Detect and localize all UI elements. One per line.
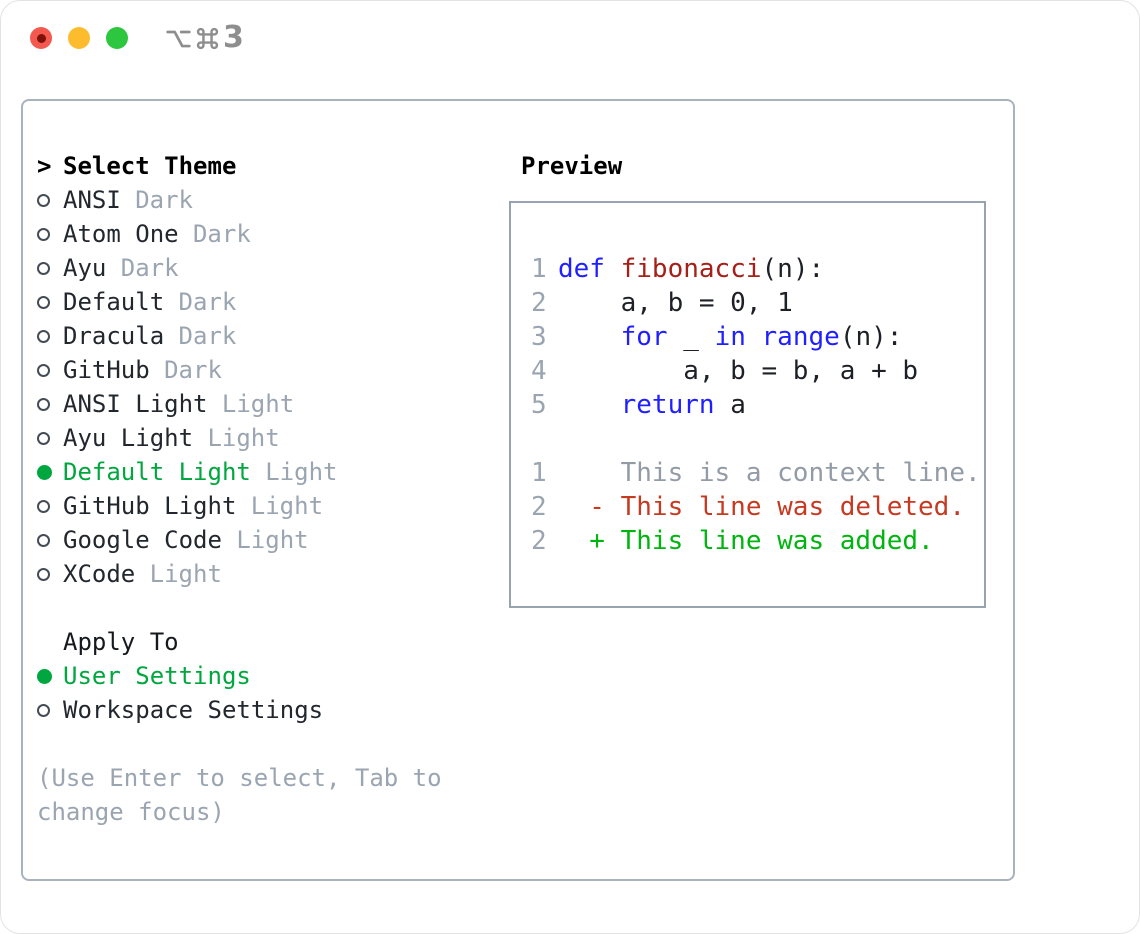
line-number: 1	[531, 253, 547, 284]
apply-option-workspace-settings[interactable]: Workspace Settings	[37, 693, 487, 727]
code-line: 2 + This line was added.	[531, 525, 934, 556]
apply-to-title: Apply To	[63, 628, 179, 656]
line-number: 1	[531, 457, 547, 488]
option-variant-tag: Light	[149, 560, 222, 588]
radio-icon	[37, 499, 63, 513]
window-titlebar: 3	[1, 1, 1139, 75]
shortcut-digit: 3	[223, 20, 244, 55]
option-label: Default Light	[63, 458, 251, 486]
select-theme-header: > Select Theme	[37, 149, 487, 183]
option-variant-tag: Dark	[135, 186, 193, 214]
theme-option-ansi-dark[interactable]: ANSI Dark	[37, 183, 487, 217]
radio-icon	[37, 397, 63, 411]
option-variant-tag: Dark	[120, 254, 179, 282]
theme-option-github-light-light[interactable]: GitHub Light Light	[37, 489, 487, 523]
theme-option-ayu-dark[interactable]: Ayu Dark	[37, 251, 487, 285]
command-key-icon	[194, 25, 221, 52]
keyboard-hint: (Use Enter to select, Tab to change focu…	[37, 764, 442, 826]
option-label: Workspace Settings	[63, 696, 324, 724]
theme-option-dracula-dark[interactable]: Dracula Dark	[37, 319, 487, 353]
option-label: User Settings	[63, 662, 251, 690]
code-line: 2 a, b = 0, 1	[531, 287, 793, 318]
option-variant-tag: Dark	[178, 322, 237, 350]
line-number: 5	[531, 389, 547, 420]
option-label: GitHub Light	[63, 492, 237, 520]
option-label: Google Code	[63, 526, 222, 554]
code-line: 4 a, b = b, a + b	[531, 355, 919, 386]
preview-title: Preview	[521, 152, 623, 180]
line-number: 2	[531, 525, 547, 556]
option-label: Default	[63, 288, 165, 316]
option-variant-tag: Light	[265, 458, 338, 486]
radio-icon	[37, 329, 63, 343]
theme-option-ansi-light-light[interactable]: ANSI Light Light	[37, 387, 487, 421]
radio-icon	[37, 261, 63, 275]
radio-icon	[37, 464, 63, 480]
option-label: Ayu	[63, 254, 107, 282]
option-key-icon	[165, 25, 192, 52]
radio-icon	[37, 227, 63, 241]
apply-option-user-settings[interactable]: User Settings	[37, 659, 487, 693]
code-line: 2 - This line was deleted.	[531, 491, 965, 522]
option-label: Dracula	[63, 322, 165, 350]
focus-caret: >	[37, 152, 52, 180]
option-variant-tag: Light	[236, 526, 309, 554]
theme-option-google-code-light[interactable]: Google Code Light	[37, 523, 487, 557]
radio-icon	[37, 363, 63, 377]
zoom-button[interactable]	[106, 27, 128, 49]
code-line	[531, 422, 984, 456]
option-label: XCode	[63, 560, 136, 588]
option-variant-tag: Light	[221, 390, 295, 418]
theme-option-ayu-light-light[interactable]: Ayu Light Light	[37, 421, 487, 455]
theme-option-xcode-light[interactable]: XCode Light	[37, 557, 487, 591]
window-shortcut: 3	[165, 21, 244, 55]
radio-icon	[37, 703, 63, 717]
option-variant-tag: Dark	[178, 288, 237, 316]
line-number: 2	[531, 491, 547, 522]
line-number: 4	[531, 355, 547, 386]
minimize-button[interactable]	[68, 27, 90, 49]
select-theme-title: Select Theme	[63, 152, 237, 180]
line-number: 2	[531, 287, 547, 318]
option-label: GitHub	[63, 356, 150, 384]
radio-icon	[37, 567, 63, 581]
radio-icon	[37, 533, 63, 547]
option-variant-tag: Dark	[192, 220, 251, 248]
theme-option-default-light-light[interactable]: Default Light Light	[37, 455, 487, 489]
option-label: ANSI	[63, 186, 121, 214]
option-variant-tag: Light	[207, 424, 280, 452]
radio-icon	[37, 431, 63, 445]
code-line: 5 return a	[531, 389, 746, 420]
radio-icon	[37, 193, 63, 207]
option-label: Atom One	[63, 220, 179, 248]
theme-option-atom-one-dark[interactable]: Atom One Dark	[37, 217, 487, 251]
option-variant-tag: Dark	[164, 356, 222, 384]
close-button[interactable]	[30, 27, 52, 49]
apply-to-header: Apply To	[37, 625, 487, 659]
radio-icon	[37, 668, 63, 684]
theme-option-default-dark[interactable]: Default Dark	[37, 285, 487, 319]
code-line: 1 This is a context line.	[531, 457, 981, 488]
theme-option-github-dark[interactable]: GitHub Dark	[37, 353, 487, 387]
radio-icon	[37, 295, 63, 309]
option-label: Ayu Light	[63, 424, 194, 452]
option-variant-tag: Light	[250, 492, 324, 520]
line-number: 3	[531, 321, 547, 352]
code-line: 3 for _ in range(n):	[531, 321, 903, 352]
option-label: ANSI Light	[63, 390, 208, 418]
traffic-lights	[30, 27, 128, 49]
